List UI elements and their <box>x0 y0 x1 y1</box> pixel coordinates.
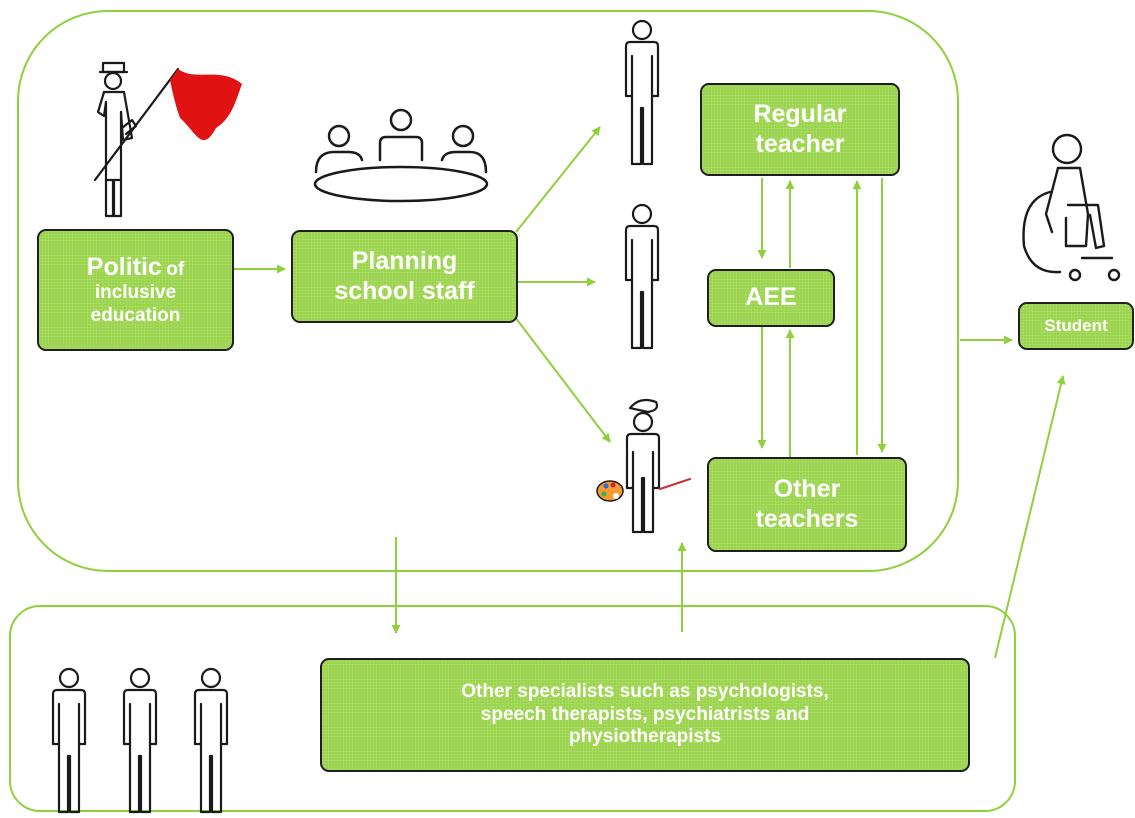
other-teachers-box: Other teachers <box>707 457 907 552</box>
flag-bearer-icon <box>93 61 180 218</box>
person-icon <box>624 19 660 166</box>
painter-icon <box>625 398 692 534</box>
person-icon <box>624 203 660 350</box>
inclusive-label: inclusive <box>94 282 177 304</box>
teacher-label: teacher <box>755 129 845 158</box>
regular-teacher-box: Regular teacher <box>700 83 900 176</box>
wheelchair-student-icon <box>1022 133 1121 282</box>
student-box: Student <box>1018 302 1134 350</box>
school-region <box>17 10 959 572</box>
specialists-box: Other specialists such as psychologists,… <box>320 658 970 772</box>
politic-box: Politic of inclusive education <box>37 229 234 351</box>
meeting-table-icon <box>313 108 489 203</box>
paint-palette-icon <box>596 480 624 502</box>
regular-label: Regular <box>753 100 847 128</box>
politic-of-label: of <box>166 258 185 280</box>
student-label: Student <box>1044 315 1108 335</box>
specialists-line-3: physiotherapists <box>568 726 722 748</box>
aee-box: AEE <box>707 269 835 327</box>
person-icon <box>51 667 87 814</box>
specialists-line-1: Other specialists such as psychologists, <box>461 681 829 703</box>
education-label: education <box>90 304 181 326</box>
teachers-label: teachers <box>755 504 859 533</box>
red-flag <box>170 69 242 141</box>
person-icon <box>122 667 158 814</box>
other-label: Other <box>773 475 841 503</box>
school-staff-label: school staff <box>334 276 475 305</box>
arrow-planning-to-person-top <box>515 126 601 233</box>
planning-box: Planning school staff <box>291 230 518 323</box>
specialists-region <box>9 605 1016 812</box>
politic-label: Politic <box>86 252 162 281</box>
arrow-specialists-to-student <box>994 375 1066 659</box>
specialists-line-2: speech therapists, psychiatrists and <box>480 703 810 725</box>
person-icon <box>193 667 229 814</box>
aee-label: AEE <box>745 283 797 312</box>
planning-label: Planning <box>351 247 458 275</box>
arrow-planning-to-painter <box>514 316 611 443</box>
